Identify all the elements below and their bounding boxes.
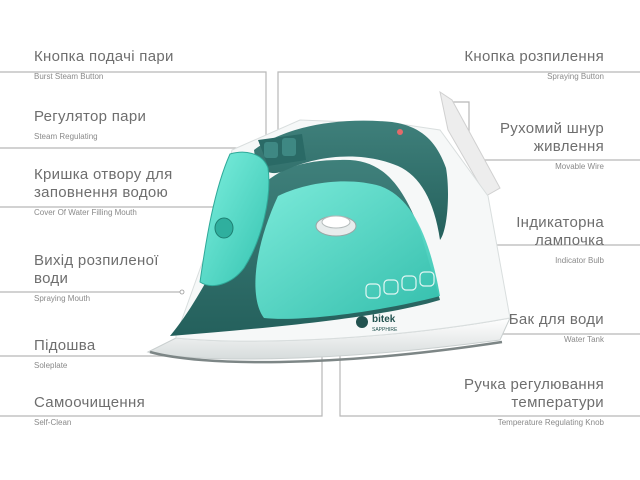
label-ua: Підошва [34, 337, 96, 354]
label-ua: Регулятор пари [34, 108, 147, 125]
label-water-filling-cover: Кришка отвору для заповнення водою Cover… [34, 166, 214, 218]
label-spraying-mouth: Вихід розпиленої води Spraying Mouth [34, 252, 174, 304]
label-en: Water Tank [563, 335, 604, 344]
label-en: Cover Of Water Filling Mouth [34, 208, 137, 217]
label-movable-wire: Рухомий шнур живлення Movable Wire [492, 120, 604, 172]
label-en: Soleplate [34, 361, 68, 370]
brand-model: SAPPHIRE [372, 327, 398, 333]
label-indicator-bulb: Індикаторна лампочка Indicator Bulb [508, 214, 604, 266]
label-burst-steam-button: Кнопка подачі пари Burst Steam Button [34, 48, 174, 82]
label-en: Self-Clean [34, 418, 72, 427]
label-en: Steam Regulating [34, 132, 98, 141]
label-water-tank: Бак для води Water Tank [509, 311, 604, 345]
label-en: Temperature Regulating Knob [497, 418, 604, 427]
brand-logo [356, 316, 368, 328]
front-cover [199, 151, 270, 286]
label-ua: Кришка отвору для заповнення водою [34, 166, 173, 201]
water-tank-shape [255, 181, 440, 319]
label-ua: Бак для води [508, 311, 604, 328]
label-en: Indicator Bulb [555, 256, 604, 265]
label-ua: Ручка регулювання температури [464, 376, 604, 411]
label-ua: Індикаторна лампочка [516, 214, 604, 249]
label-ua: Самоочищення [34, 394, 146, 411]
label-steam-regulating: Регулятор пари Steam Regulating [34, 108, 146, 142]
label-temperature-knob: Ручка регулювання температури Temperatur… [464, 376, 604, 428]
label-en: Spraying Mouth [34, 294, 91, 303]
label-ua: Рухомий шнур живлення [499, 120, 604, 155]
brand-name: bitek [372, 314, 396, 325]
label-ua: Кнопка подачі пари [34, 48, 174, 65]
label-en: Burst Steam Button [34, 72, 104, 81]
label-ua: Кнопка розпилення [464, 48, 604, 65]
cord-guard [439, 90, 501, 197]
label-spraying-button: Кнопка розпилення Spraying Button [464, 48, 604, 82]
label-self-clean: Самоочищення Self-Clean [34, 394, 145, 428]
filling-cover [214, 217, 234, 239]
label-soleplate: Підошва Soleplate [34, 337, 96, 371]
label-ua: Вихід розпиленої води [34, 252, 159, 287]
label-en: Movable Wire [555, 162, 604, 171]
indicator-bulb [397, 129, 403, 135]
label-en: Spraying Button [547, 72, 604, 81]
